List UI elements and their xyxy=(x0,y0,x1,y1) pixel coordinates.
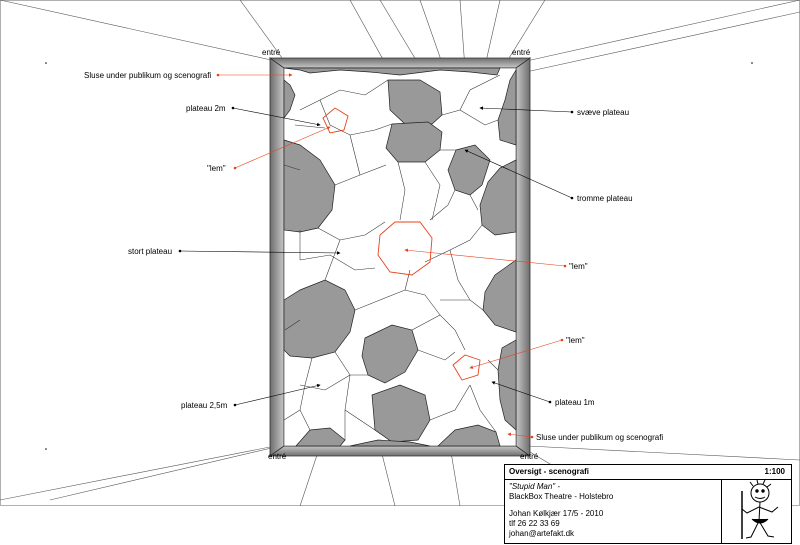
entrance-bottom-left: entré xyxy=(268,452,287,461)
title-block: Oversigt - scenografi 1:100 "Stupid Man"… xyxy=(504,464,792,544)
entrance-top-right: entré xyxy=(512,48,531,57)
drawing-scale: 1:100 xyxy=(764,467,785,476)
leaders-black xyxy=(179,106,573,406)
production-name: "Stupid Man" - xyxy=(509,482,561,491)
label-sluse-top: Sluse under publikum og scenografi xyxy=(84,71,211,80)
label-svaeve-plateau: svæve plateau xyxy=(577,108,629,117)
corner-marks xyxy=(45,62,753,450)
email: johan@artefakt.dk xyxy=(509,529,575,538)
label-sluse-bottom: Sluse under publikum og scenografi xyxy=(536,433,663,442)
label-lem-2: "lem" xyxy=(569,262,588,271)
author-date: Johan Kølkjær 17/5 - 2010 xyxy=(509,509,604,518)
label-lem-3: "lem" xyxy=(566,336,585,345)
leaders-red xyxy=(218,73,566,438)
trapdoors xyxy=(322,107,481,381)
title-block-info: "Stupid Man" - BlackBox Theatre - Holste… xyxy=(505,479,722,543)
phone: tlf 26 22 33 69 xyxy=(509,519,560,528)
web-lines xyxy=(283,74,501,440)
title-block-header: Oversigt - scenografi 1:100 xyxy=(505,465,791,480)
leader-dots xyxy=(178,106,574,407)
cartoon-figure-icon xyxy=(722,479,791,543)
drawing-title: Oversigt - scenografi xyxy=(509,467,590,476)
label-plateau-2-5m: plateau 2,5m xyxy=(181,401,228,410)
label-stort-plateau: stort plateau xyxy=(128,247,172,256)
label-lem-1: "lem" xyxy=(207,164,226,173)
entrance-top-left: entré xyxy=(262,48,281,57)
label-plateau-1m: plateau 1m xyxy=(555,398,595,407)
label-plateau-2m: plateau 2m xyxy=(186,104,226,113)
label-tromme-plateau: tromme plateau xyxy=(577,194,633,203)
entrance-bottom-right: entré xyxy=(520,452,539,461)
plateaus xyxy=(283,67,517,447)
leader-dots-red xyxy=(216,73,567,439)
venue: BlackBox Theatre - Holstebro xyxy=(509,492,614,501)
